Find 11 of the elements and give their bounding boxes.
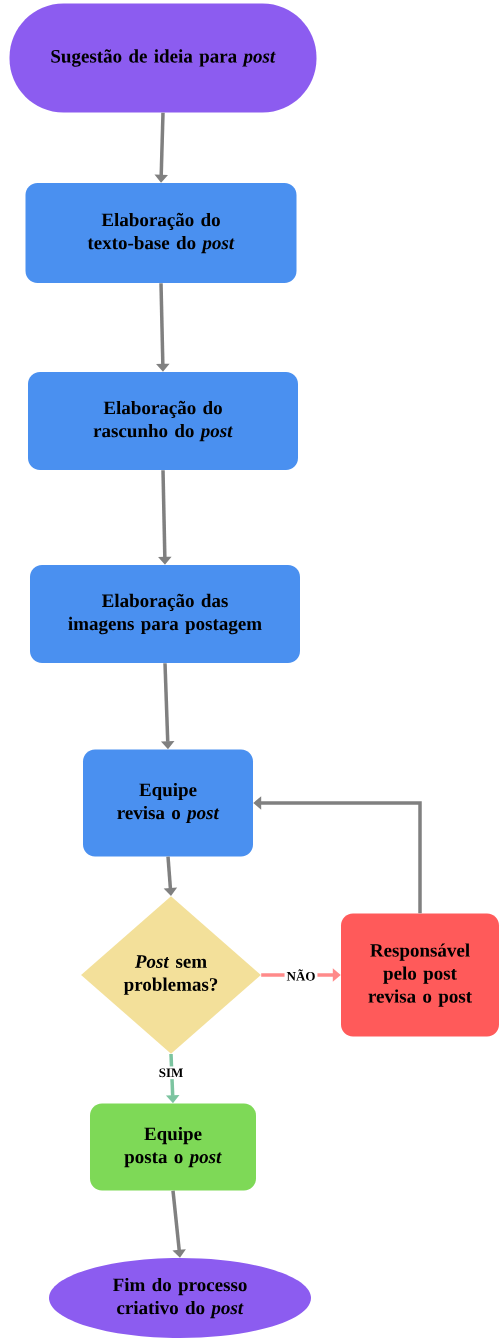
process-box: Elaboração do texto-base do post	[25, 183, 297, 283]
process-box: Elaboração das imagens para postagem	[30, 565, 300, 663]
process-box: Responsável pelo post revisa o post	[341, 913, 499, 1037]
process-box: Equipe revisa o post	[83, 749, 253, 857]
process-box: Equipe posta o post	[90, 1103, 256, 1191]
process-box: Elaboração do rascunho do post	[28, 372, 298, 470]
start-terminal: Sugestão de ideia para post	[9, 3, 317, 113]
edge-label: SIM	[156, 1066, 186, 1080]
arrow	[171, 1190, 186, 1258]
end-terminal: Fim do processo criativo do post	[49, 1258, 311, 1338]
edge-label: NÃO	[284, 967, 318, 983]
